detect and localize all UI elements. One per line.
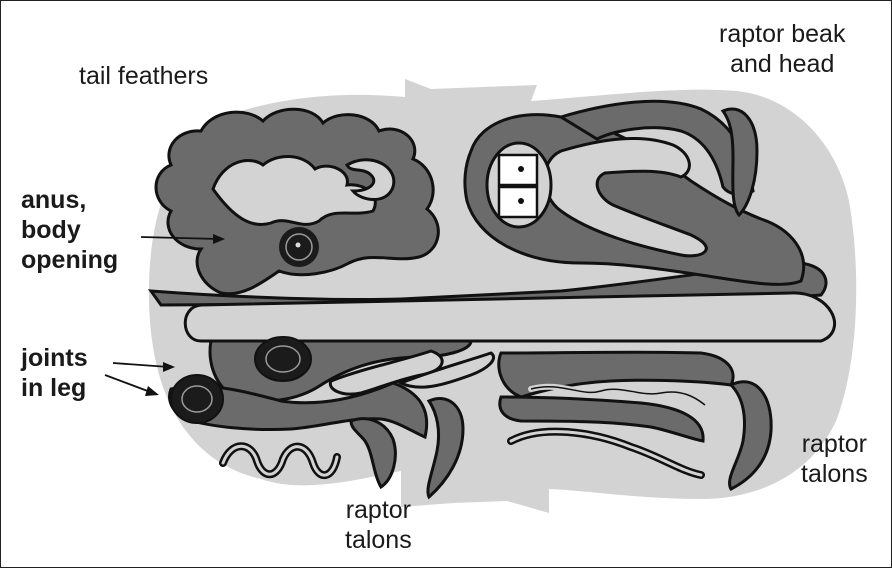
label-talons-bottom-line2: talons [345,525,412,555]
label-talons-bottom-line1: raptor [345,495,412,525]
label-raptor-talons-bottom: raptor talons [345,495,412,555]
label-talons-right-line1: raptor [801,429,868,459]
joints-leader-arrow-2 [105,375,159,396]
leg-joint-lower [171,375,223,423]
label-raptor-beak-line2: and head [719,49,845,79]
label-joints: joints in leg [21,343,88,403]
label-anus-line3: opening [21,245,118,275]
label-joints-line2: in leg [21,373,88,403]
label-tail-feathers: tail feathers [79,61,208,91]
label-raptor-beak-line1: raptor beak [719,19,845,49]
leg-joint-upper [255,337,311,381]
label-raptor-beak-head: raptor beak and head [719,19,845,79]
label-anus-line2: body [21,215,118,245]
joints-leader-arrow-1 [113,362,175,372]
label-talons-right-line2: talons [801,459,868,489]
label-anus-line1: anus, [21,185,118,215]
label-raptor-talons-right: raptor talons [801,429,868,489]
label-joints-line1: joints [21,343,88,373]
label-anus: anus, body opening [21,185,118,275]
